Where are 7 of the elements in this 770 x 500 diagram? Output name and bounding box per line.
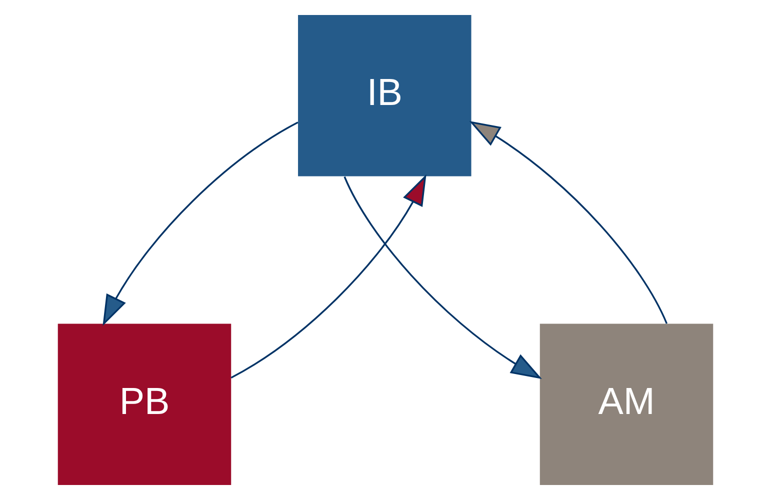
- arrow: [343, 176, 542, 380]
- arrow: [102, 122, 298, 326]
- arrow: [468, 121, 668, 324]
- node-box: IB: [298, 15, 471, 176]
- node-box: AM: [539, 324, 713, 485]
- node-box: PB: [57, 324, 231, 485]
- arrow: [230, 174, 426, 378]
